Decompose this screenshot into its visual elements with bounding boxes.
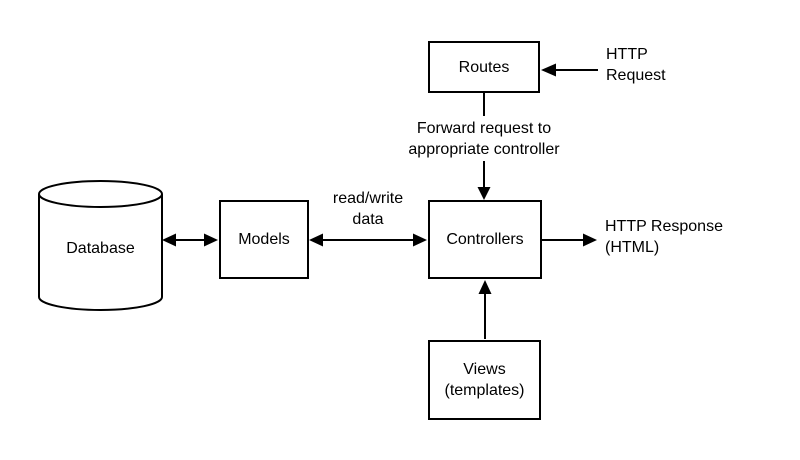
read-write-line2: data: [352, 211, 384, 228]
http-response-annotation: HTTP Response (HTML): [605, 216, 723, 258]
arrow-views-to-controllers: [478, 280, 492, 339]
views-node: Views (templates): [428, 340, 541, 420]
forward-request-line1: Forward request to: [416, 120, 552, 137]
http-request-annotation: HTTP Request: [606, 44, 666, 86]
http-response-line1: HTTP Response: [605, 218, 723, 235]
database-cylinder: [38, 180, 163, 311]
read-write-line1: read/write: [332, 190, 404, 207]
forward-request-line2: appropriate controller: [408, 141, 560, 158]
read-write-annotation: read/write data: [318, 188, 418, 230]
http-request-line1: HTTP: [606, 46, 648, 63]
database-label: Database: [66, 240, 135, 257]
forward-request-annotation: Forward request to appropriate controlle…: [384, 118, 584, 160]
http-request-line2: Request: [606, 67, 666, 84]
arrow-models-controllers: [309, 233, 427, 247]
arrow-database-models: [162, 233, 218, 247]
views-label-line2: (templates): [444, 382, 525, 399]
arrow-controllers-to-response: [542, 233, 597, 247]
arrow-routes-to-controllers: [477, 93, 491, 200]
models-node: Models: [219, 200, 309, 279]
controllers-label: Controllers: [446, 231, 524, 248]
models-label: Models: [238, 231, 290, 248]
views-label-line1: Views: [463, 361, 506, 378]
http-response-line2: (HTML): [605, 239, 660, 256]
arrow-http-request-to-routes: [541, 63, 598, 77]
routes-label: Routes: [458, 58, 510, 76]
routes-node: Routes: [428, 41, 540, 93]
controllers-node: Controllers: [428, 200, 542, 279]
